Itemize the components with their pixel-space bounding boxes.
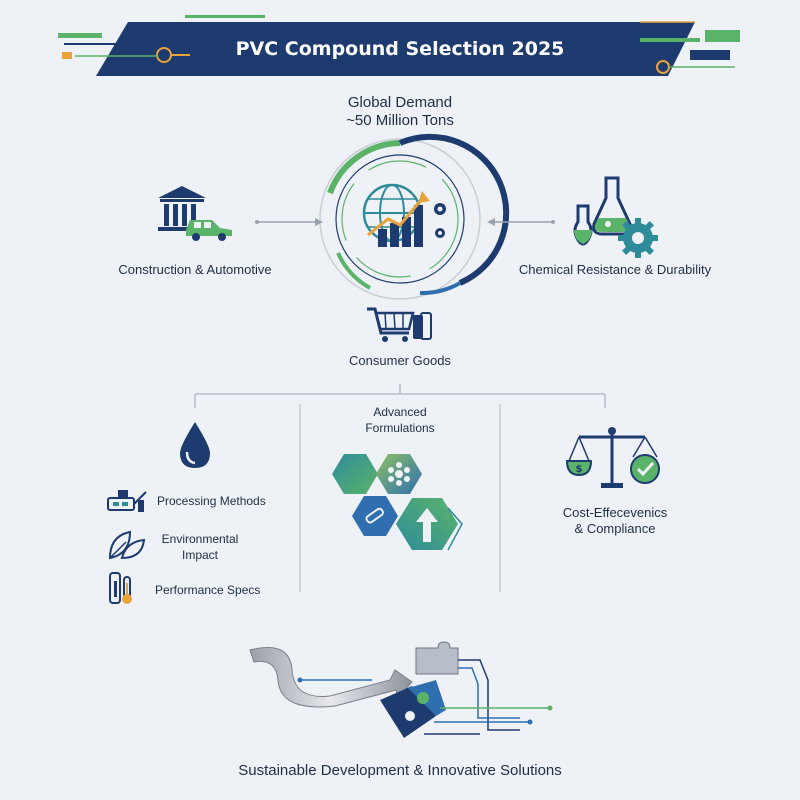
formulations-line-1: Advanced xyxy=(373,405,427,419)
chemistry-flask-icon xyxy=(573,176,658,258)
puzzle-piece-icon xyxy=(380,641,459,738)
right-connector-arrow xyxy=(487,218,555,226)
formulations-line-2: Formulations xyxy=(365,421,435,435)
water-drop-icon xyxy=(180,422,210,468)
svg-text:$: $ xyxy=(576,464,583,475)
cost-line-2: & Compliance xyxy=(574,521,656,536)
shopping-cart-icon xyxy=(367,307,432,342)
thermometer-icon xyxy=(109,572,132,604)
list-item-processing: Processing Methods xyxy=(157,494,266,508)
bar-chart-icon xyxy=(378,205,423,247)
list-item-environmental: Environmental Impact xyxy=(150,531,250,563)
footer-caption: Sustainable Development & Innovative Sol… xyxy=(238,762,562,779)
bracket-divider-lines xyxy=(194,384,606,592)
hexagon-cluster-icon xyxy=(332,454,463,551)
node-label-construction: Construction & Automotive xyxy=(118,262,272,277)
puzzle-ribbon-graphic xyxy=(249,641,553,738)
list-item-performance: Performance Specs xyxy=(155,583,261,597)
cost-compliance-title: Cost-Effecevenics & Compliance xyxy=(545,505,685,537)
gear-icon xyxy=(434,203,446,238)
left-connector-arrow xyxy=(255,218,323,226)
processing-machine-icon xyxy=(107,490,147,512)
global-demand-ring xyxy=(319,133,510,300)
balance-scale-icon: $ xyxy=(565,427,660,488)
demand-label: Global Demand ~50 Million Tons xyxy=(300,94,500,130)
environmental-line-2: Impact xyxy=(181,548,218,562)
cost-line-1: Cost-Effecevenics xyxy=(562,505,668,520)
building-car-icon xyxy=(158,186,232,241)
gear-icon xyxy=(618,218,658,258)
demand-line-2: ~50 Million Tons xyxy=(346,112,454,129)
leaf-icon xyxy=(108,530,146,560)
page-title: PVC Compound Selection 2025 xyxy=(235,38,565,60)
demand-line-1: Global Demand xyxy=(347,94,453,111)
formulations-title: Advanced Formulations xyxy=(340,404,460,436)
node-label-chemical: Chemical Resistance & Durability xyxy=(518,262,712,277)
header-banner xyxy=(58,15,740,76)
environmental-line-1: Environmental xyxy=(161,532,239,546)
trend-arrow-icon xyxy=(367,198,424,237)
node-label-consumer: Consumer Goods xyxy=(349,353,451,368)
